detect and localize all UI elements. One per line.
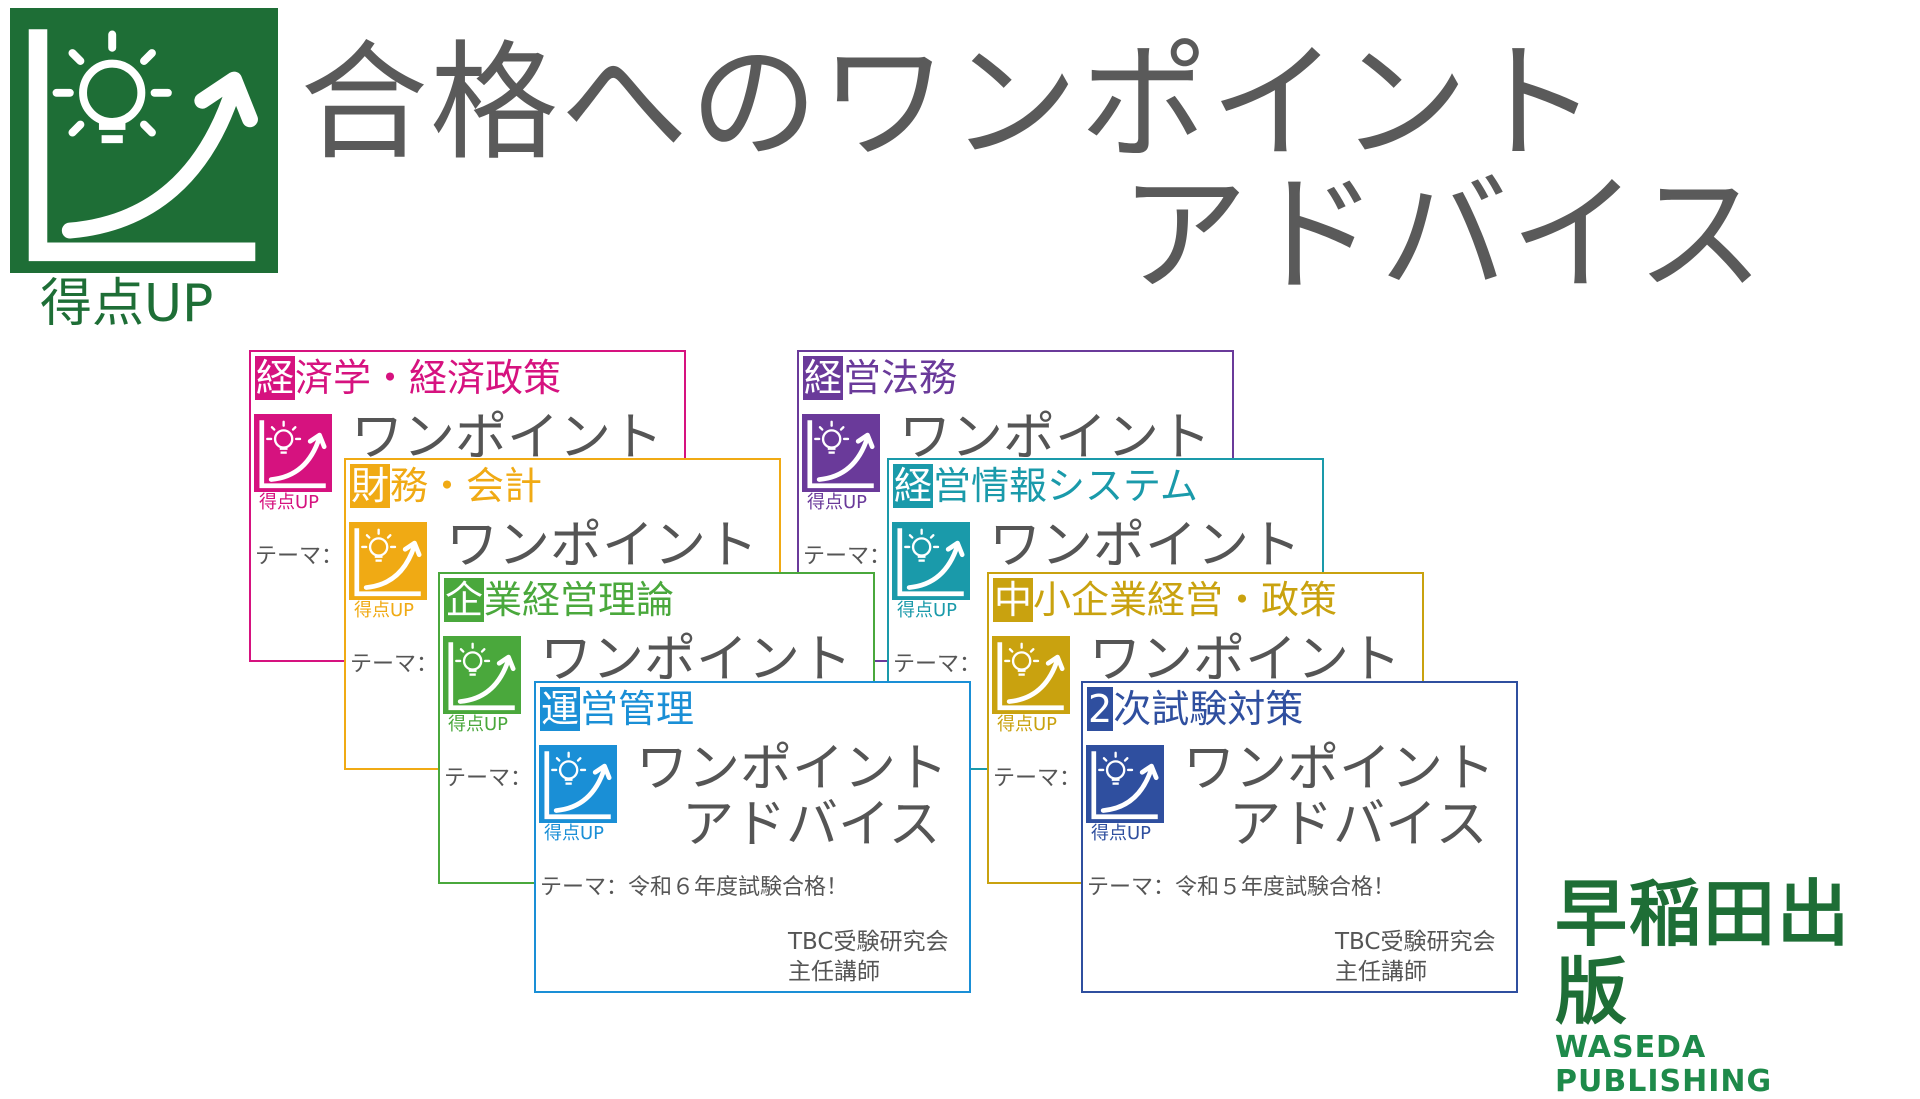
card-title-line2: アドバイス: [1229, 795, 1488, 855]
card-title-line2: アドバイス: [682, 795, 941, 855]
subject-initial: 経: [255, 356, 296, 400]
subject-rest: 営法務: [843, 356, 958, 400]
card-author: TBC受験研究会主任講師: [788, 927, 948, 987]
card-subject: 経済学・経済政策: [255, 356, 561, 400]
page-title-line2: アドバイス: [1120, 161, 1767, 310]
subject-initial: 運: [540, 687, 581, 731]
author-role: 主任講師: [788, 959, 880, 985]
card-title-line1: ワンポイント: [540, 630, 853, 690]
icon-caption: 得点UP: [897, 600, 958, 621]
subject-rest: 営情報システム: [933, 464, 1198, 508]
icon-caption: 得点UP: [544, 823, 605, 844]
score-up-icon: [1086, 745, 1164, 823]
card-title-line1: ワンポイント: [446, 516, 759, 576]
card-author: TBC受験研究会主任講師: [1335, 927, 1495, 987]
subject-rest: 小企業経営・政策: [1033, 578, 1338, 622]
subject-rest: 営管理: [580, 687, 695, 731]
subject-initial: 企: [444, 578, 485, 622]
card-subject: 2次試験対策: [1087, 687, 1303, 731]
subject-initial: 財: [350, 464, 391, 508]
card-subject: 財務・会計: [350, 464, 542, 508]
book-card: 2次試験対策得点UP ワンポイントアドバイステーマ：令和５年度試験合格！ TBC受験…: [1081, 681, 1518, 993]
score-up-logo: [10, 8, 278, 273]
card-theme: テーマ：: [255, 544, 344, 569]
subject-initial: 経: [893, 464, 934, 508]
card-subject: 運営管理: [540, 687, 694, 731]
card-theme: テーマ：: [444, 766, 533, 791]
icon-caption: 得点UP: [807, 492, 868, 513]
subject-initial: 経: [803, 356, 844, 400]
subject-rest: 済学・経済政策: [295, 356, 562, 400]
card-title-line1: ワンポイント: [636, 739, 949, 799]
publisher-logo: 早稲田出版 WASEDA PUBLISHING: [1555, 875, 1920, 1099]
lightbulb-rising-arrow-icon: [28, 29, 258, 262]
page-title-line1: 合格へのワンポイント: [300, 29, 1601, 178]
publisher-name-jp: 早稲田出版: [1555, 872, 1852, 1034]
icon-caption: 得点UP: [354, 600, 415, 621]
score-up-icon: [254, 414, 332, 492]
subject-initial: 2: [1087, 687, 1114, 731]
card-title-line1: ワンポイント: [1089, 630, 1402, 690]
icon-caption: 得点UP: [259, 492, 320, 513]
score-up-icon: [443, 636, 521, 714]
card-subject: 企業経営理論: [444, 578, 674, 622]
score-up-icon: [539, 745, 617, 823]
subject-rest: 業経営理論: [484, 578, 675, 622]
card-subject: 経営情報システム: [893, 464, 1198, 508]
logo-caption: 得点UP: [40, 274, 214, 334]
icon-caption: 得点UP: [1091, 823, 1152, 844]
card-theme: テーマ：: [803, 544, 892, 569]
icon-caption: 得点UP: [997, 714, 1058, 735]
score-up-icon: [802, 414, 880, 492]
card-theme: テーマ：: [893, 652, 982, 677]
author-org: TBC受験研究会: [788, 929, 949, 955]
score-up-icon: [992, 636, 1070, 714]
author-org: TBC受験研究会: [1335, 929, 1496, 955]
subject-rest: 務・会計: [390, 464, 543, 508]
card-subject: 経営法務: [803, 356, 957, 400]
card-theme: テーマ：令和６年度試験合格！: [540, 875, 849, 900]
card-theme: テーマ：: [993, 766, 1082, 791]
card-subject: 中小企業経営・政策: [993, 578, 1337, 622]
score-up-icon: [892, 522, 970, 600]
book-card: 運営管理得点UP ワンポイントアドバイステーマ：令和６年度試験合格！ TBC受験研究…: [534, 681, 971, 993]
author-role: 主任講師: [1335, 959, 1427, 985]
card-theme: テーマ：: [350, 652, 439, 677]
subject-rest: 次試験対策: [1113, 687, 1304, 731]
publisher-name-en: WASEDA PUBLISHING: [1555, 1030, 1773, 1099]
subject-initial: 中: [993, 578, 1034, 622]
score-up-icon: [349, 522, 427, 600]
icon-caption: 得点UP: [448, 714, 509, 735]
card-theme: テーマ：令和５年度試験合格！: [1087, 875, 1396, 900]
card-title-line1: ワンポイント: [989, 516, 1302, 576]
card-title-line1: ワンポイント: [1183, 739, 1496, 799]
